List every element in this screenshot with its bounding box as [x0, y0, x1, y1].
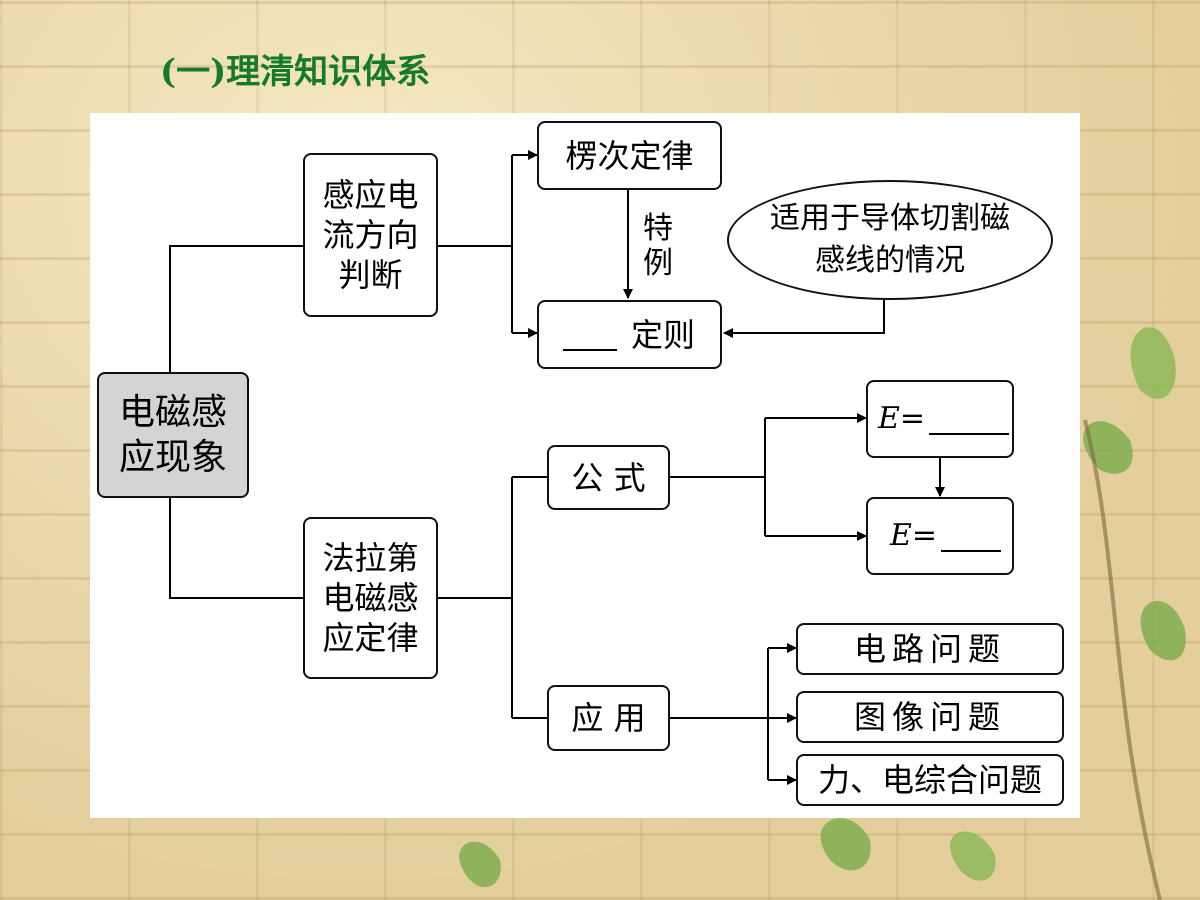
app-circuit-problem: 电路问题 — [796, 623, 1064, 675]
direction-node: 感应电流方向判断 — [303, 153, 438, 317]
formula-box-1: E= — [866, 380, 1014, 458]
lenz-law-node: 楞次定律 — [537, 121, 722, 190]
formula-2-blank — [941, 520, 1002, 552]
hand-rule-node: 定则 — [537, 300, 722, 369]
page-title: (一)理清知识体系 — [160, 52, 431, 92]
faraday-node: 法拉第电磁感应定律 — [303, 517, 438, 679]
app-force-electric-problem: 力、电综合问题 — [796, 754, 1064, 806]
formula-node: 公 式 — [547, 445, 670, 510]
application-node: 应 用 — [547, 685, 670, 751]
app-graph-problem: 图像问题 — [796, 691, 1064, 743]
hand-rule-blank — [563, 319, 617, 351]
formula-box-2: E= — [866, 497, 1014, 575]
condition-note: 适用于导体切割磁感线的情况 — [727, 180, 1053, 300]
formula-1-blank — [929, 403, 1010, 435]
special-case-label: 特例 — [643, 211, 673, 281]
root-node: 电磁感应现象 — [97, 372, 249, 498]
